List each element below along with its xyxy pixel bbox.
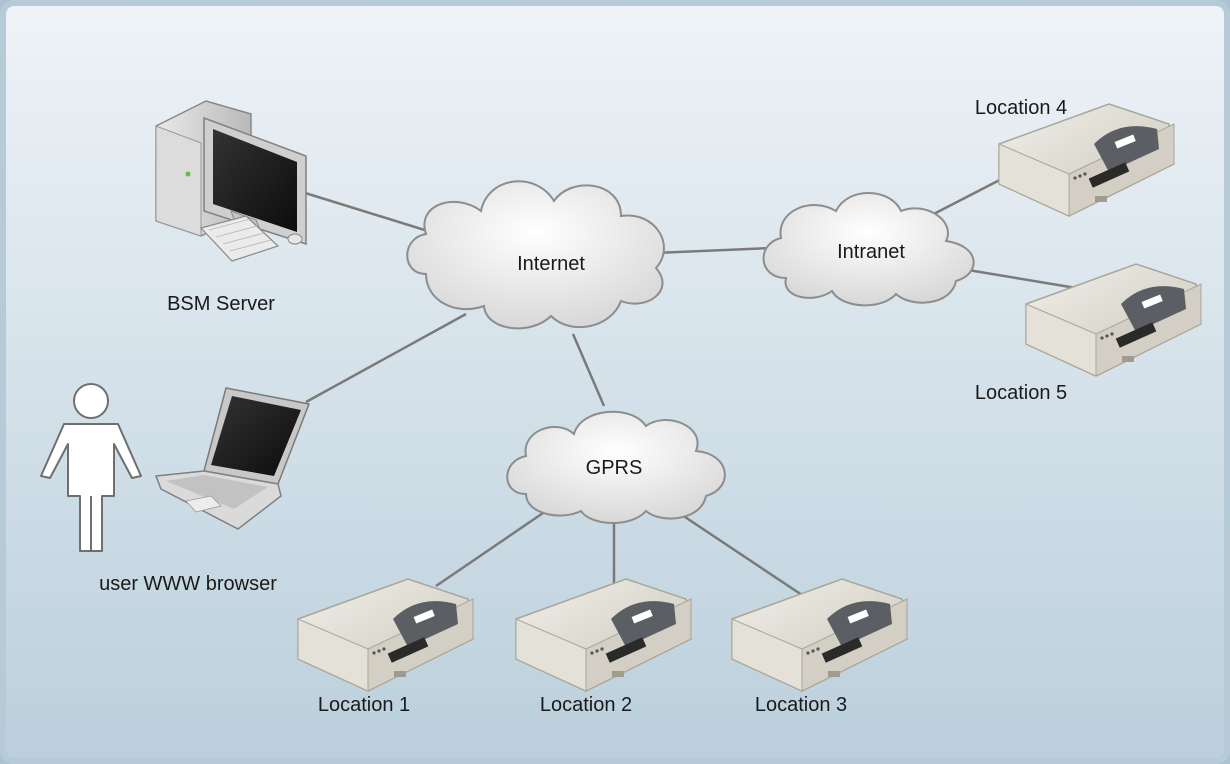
internet-cloud: Internet — [406, 180, 665, 330]
location1-label: Location 1 — [318, 694, 410, 716]
server-label: BSM Server — [167, 293, 275, 315]
intranet-label: Intranet — [837, 241, 905, 263]
link-gprs-location3 — [675, 509, 812, 603]
browser-label: user WWW browser — [99, 573, 277, 595]
location2-label: Location 2 — [540, 694, 632, 716]
location3-label: Location 3 — [755, 694, 847, 716]
link-internet-gprs — [571, 333, 606, 407]
link-intranet-location5 — [955, 266, 1077, 290]
internet-label: Internet — [517, 253, 585, 275]
gprs-cloud: GPRS — [506, 410, 726, 524]
network-diagram: Internet Intranet GPRS BSM Server — [6, 6, 1224, 758]
desktop-computer-icon — [155, 100, 307, 262]
location5-label: Location 5 — [975, 382, 1067, 404]
laptop-icon — [154, 387, 311, 530]
link-server-internet — [301, 190, 432, 234]
link-gprs-location1 — [435, 509, 547, 588]
location4-label: Location 4 — [975, 97, 1067, 119]
link-browser-internet — [305, 312, 467, 404]
gprs-label: GPRS — [586, 457, 643, 479]
person-icon — [40, 383, 142, 552]
intranet-cloud: Intranet — [762, 192, 975, 307]
